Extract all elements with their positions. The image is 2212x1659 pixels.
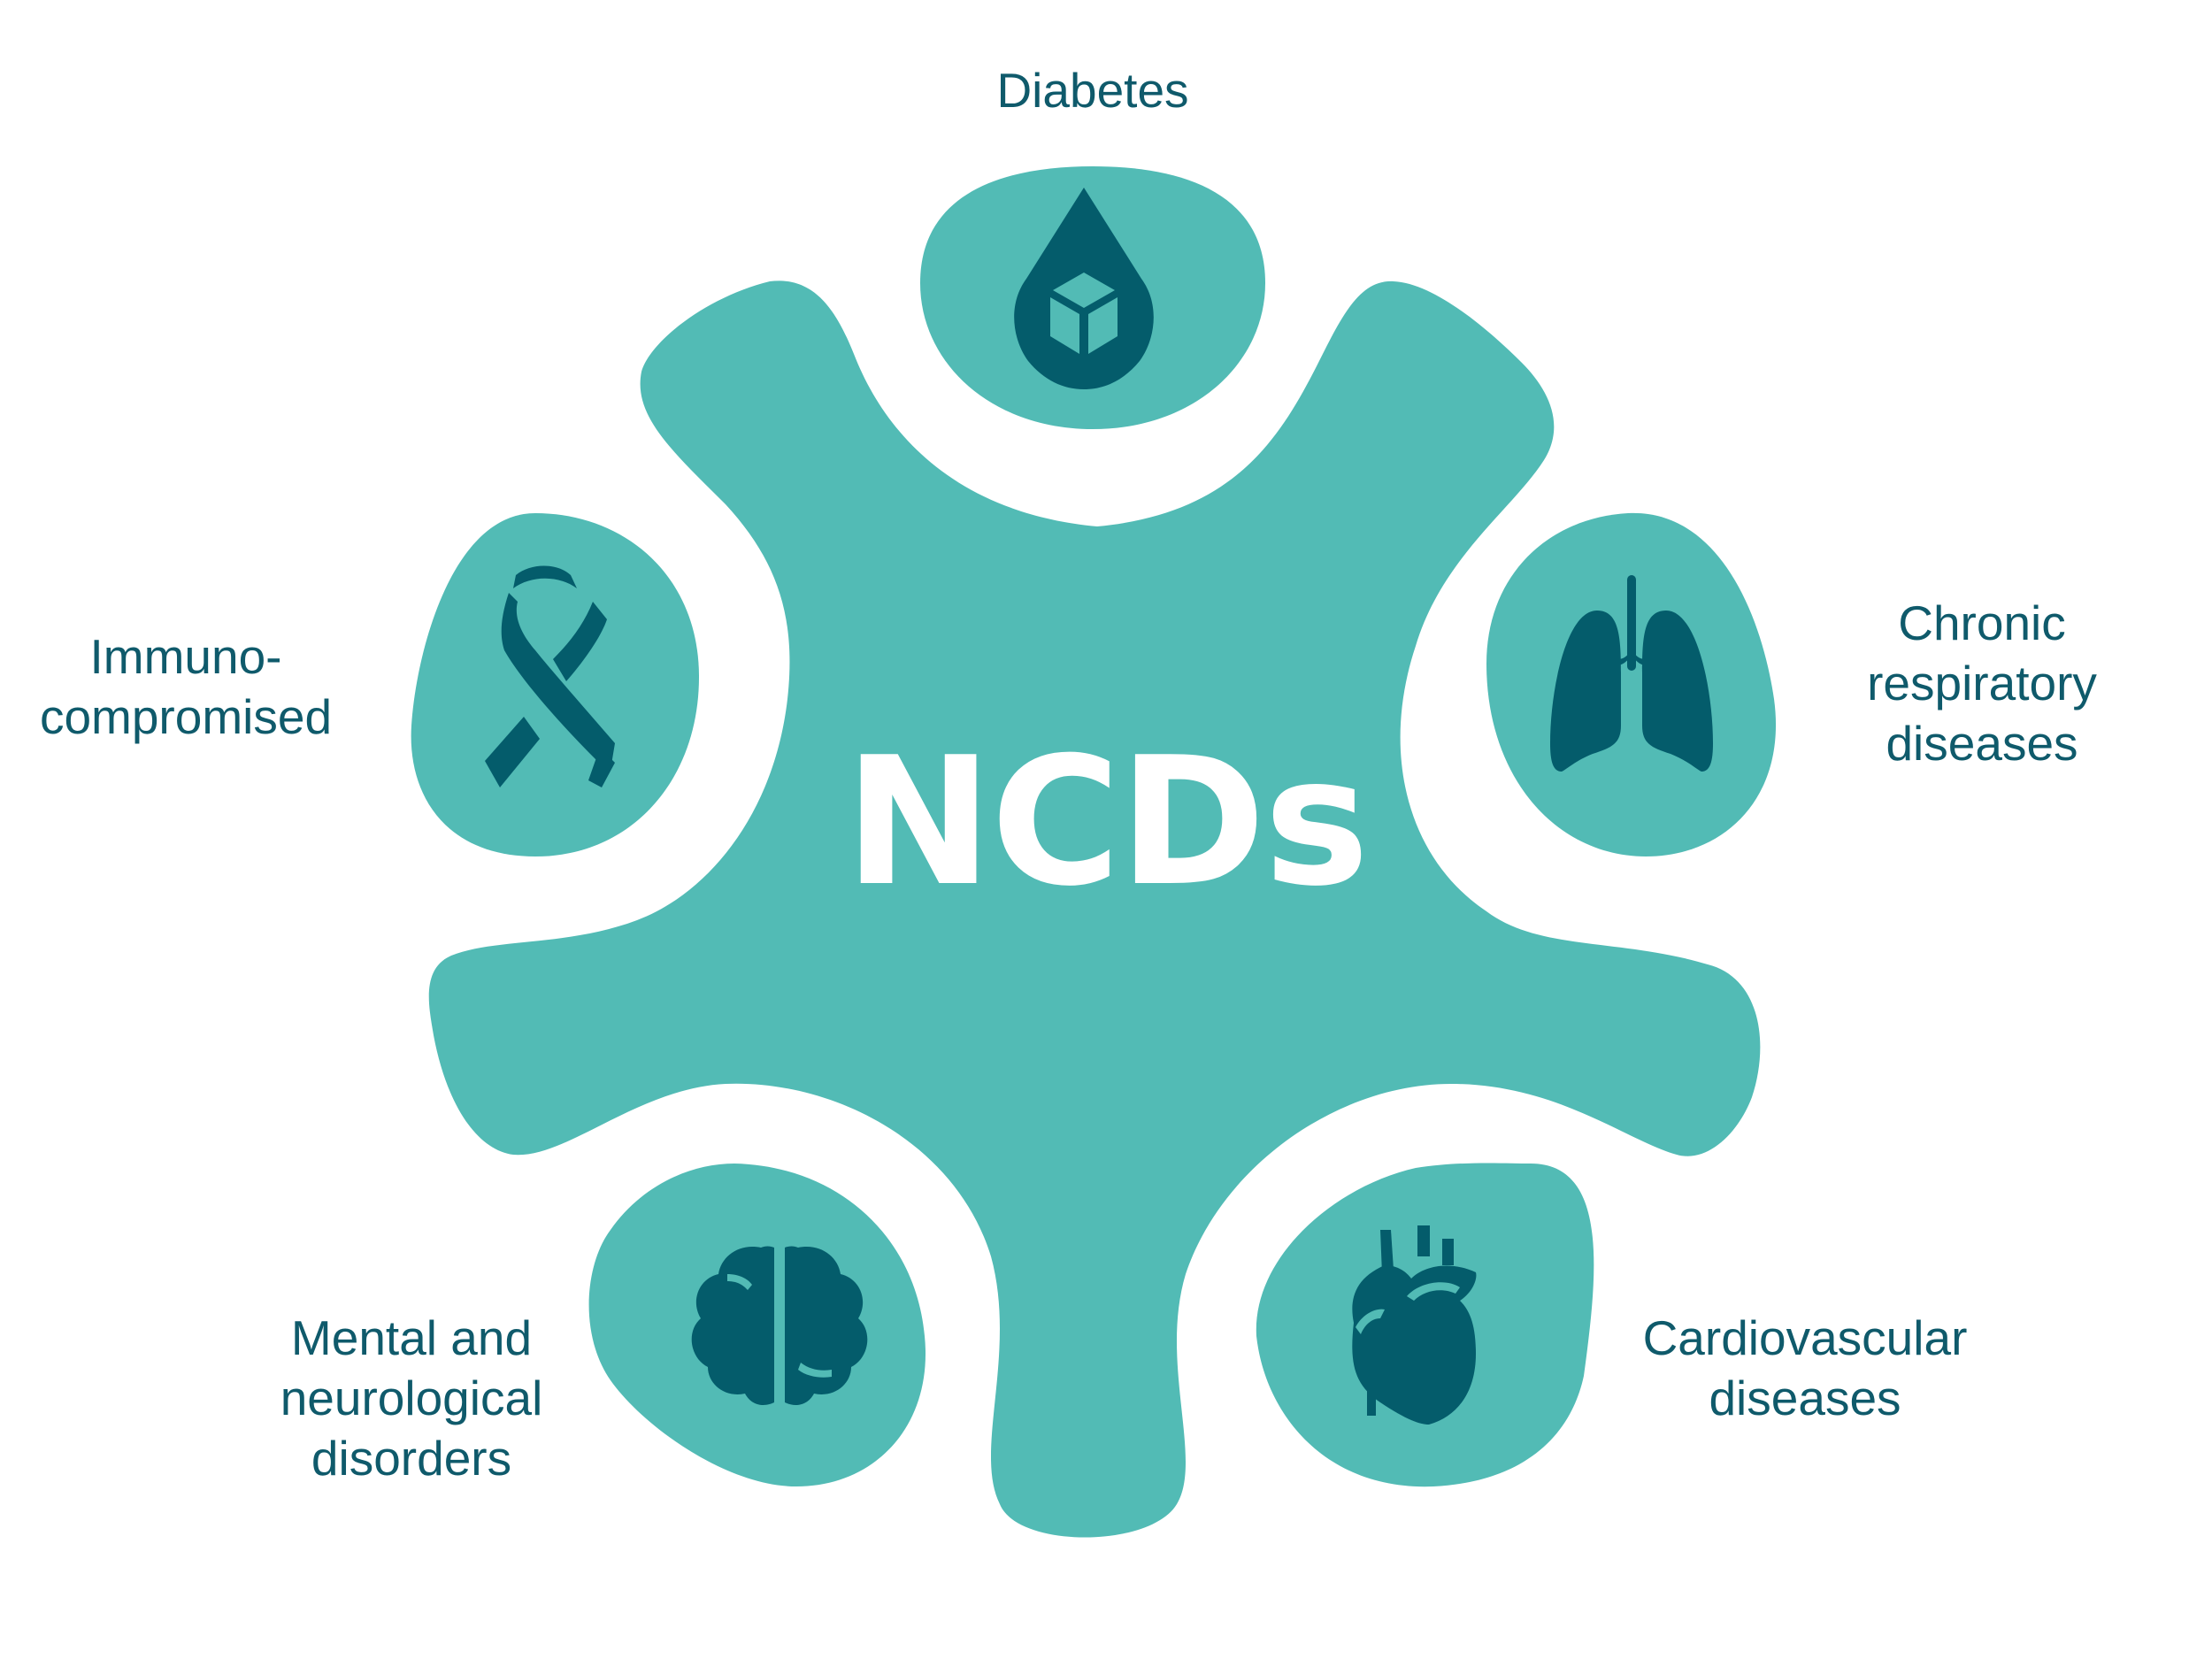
respiratory-blob [1486, 512, 1777, 856]
cardiovascular-label-line: diseases [1709, 1371, 1901, 1425]
immunocompromised-label-line: compromised [39, 689, 333, 744]
cardiovascular-label-line: Cardiovascular [1642, 1310, 1968, 1365]
chronic-respiratory-label-line: Chronic [1898, 595, 2066, 650]
cardiovascular-label: Cardiovascular diseases [1610, 1308, 2000, 1428]
lungs-icon [1550, 575, 1713, 772]
chronic-respiratory-label: Chronic respiratory diseases [1832, 593, 2132, 773]
mental-neurological-label-line: neurological [280, 1371, 543, 1425]
blood-drop-sugar-cube-icon [1014, 188, 1154, 389]
mental-neurological-label: Mental and neurological disorders [252, 1308, 571, 1488]
brain-icon [691, 1246, 868, 1405]
immunocompromised-label: Immuno- compromised [18, 626, 354, 747]
diabetes-label: Diabetes [960, 60, 1225, 120]
diabetes-label-line: Diabetes [996, 63, 1189, 118]
mental-neurological-label-line: disorders [311, 1431, 512, 1486]
center-title: NCDs [844, 719, 1369, 926]
chronic-respiratory-label-line: diseases [1886, 716, 2078, 771]
awareness-ribbon-icon [485, 565, 615, 787]
chronic-respiratory-label-line: respiratory [1867, 656, 2097, 710]
immunocompromised-label-line: Immuno- [89, 629, 282, 684]
central-blob [428, 280, 1761, 1538]
mental-neurological-label-line: Mental and [290, 1310, 533, 1365]
heart-icon [1352, 1225, 1477, 1425]
